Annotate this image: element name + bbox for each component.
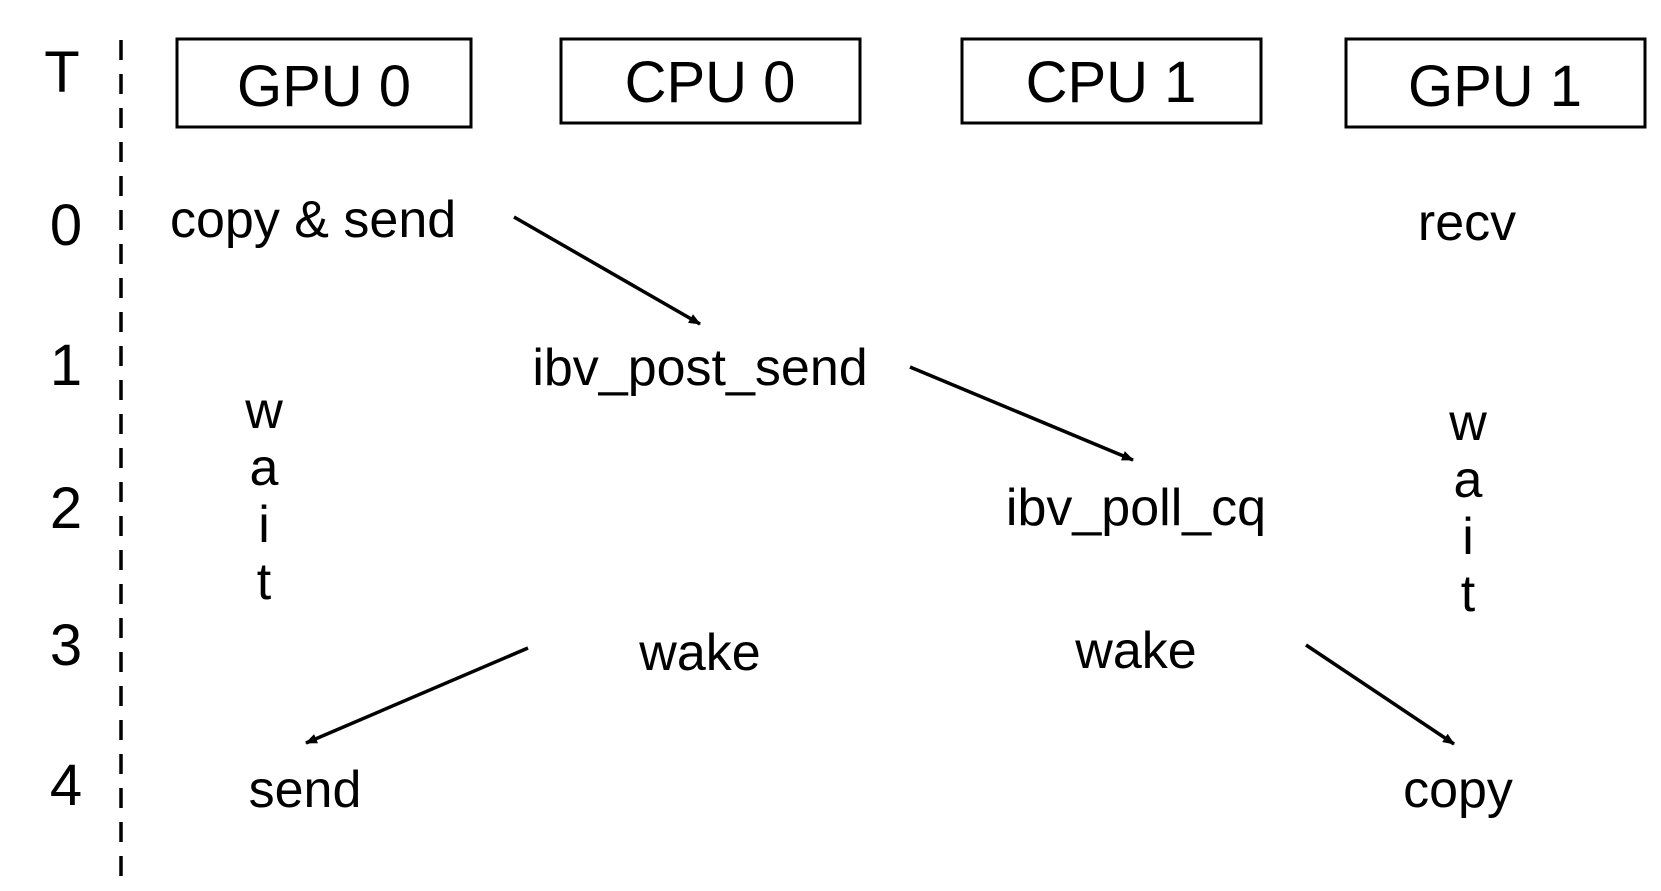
event-gpu0-send: send <box>249 761 362 819</box>
lane-header-cpu1: CPU 1 <box>960 37 1263 125</box>
wait-letter: w <box>1448 394 1487 452</box>
wait-letter: w <box>244 382 283 440</box>
event-gpu0-copy-send: copy & send <box>170 191 456 249</box>
arrow-post-send-to-poll-cq <box>909 365 1134 462</box>
wait-letter: t <box>1461 565 1476 623</box>
wait-letter: i <box>1462 508 1474 566</box>
event-gpu1-wait: w a i t <box>1448 394 1487 623</box>
time-tick-1: 1 <box>50 333 82 398</box>
lane-header-gpu1: GPU 1 <box>1344 37 1647 129</box>
time-tick-3: 3 <box>50 613 82 678</box>
wait-letter: t <box>257 553 272 611</box>
lane-header-gpu0: GPU 0 <box>175 37 473 129</box>
event-cpu1-wake: wake <box>1074 622 1196 680</box>
event-gpu1-copy: copy <box>1403 761 1513 819</box>
time-tick-4: 4 <box>50 753 82 818</box>
wait-letter: a <box>1454 451 1483 509</box>
time-tick-0: 0 <box>50 193 82 258</box>
arrow-cpu1-wake-to-copy <box>1305 643 1455 746</box>
wait-letter: i <box>258 496 270 554</box>
lane-label: CPU 0 <box>625 50 796 115</box>
lane-label: GPU 1 <box>1408 54 1582 119</box>
arrow-copy-send-to-post-send <box>513 215 701 326</box>
event-gpu0-wait: w a i t <box>244 382 283 611</box>
event-cpu1-ibv-poll-cq: ibv_poll_cq <box>1006 479 1266 537</box>
lane-header-cpu0: CPU 0 <box>559 37 862 125</box>
arrow-cpu0-wake-to-send <box>305 646 529 745</box>
event-gpu1-recv: recv <box>1418 194 1516 252</box>
event-cpu0-ibv-post-send: ibv_post_send <box>532 339 867 397</box>
time-tick-2: 2 <box>50 476 82 541</box>
wait-letter: a <box>250 439 279 497</box>
lane-label: CPU 1 <box>1026 50 1197 115</box>
event-cpu0-wake: wake <box>638 624 760 682</box>
time-axis-header: T <box>44 40 79 105</box>
lane-label: GPU 0 <box>237 54 411 119</box>
